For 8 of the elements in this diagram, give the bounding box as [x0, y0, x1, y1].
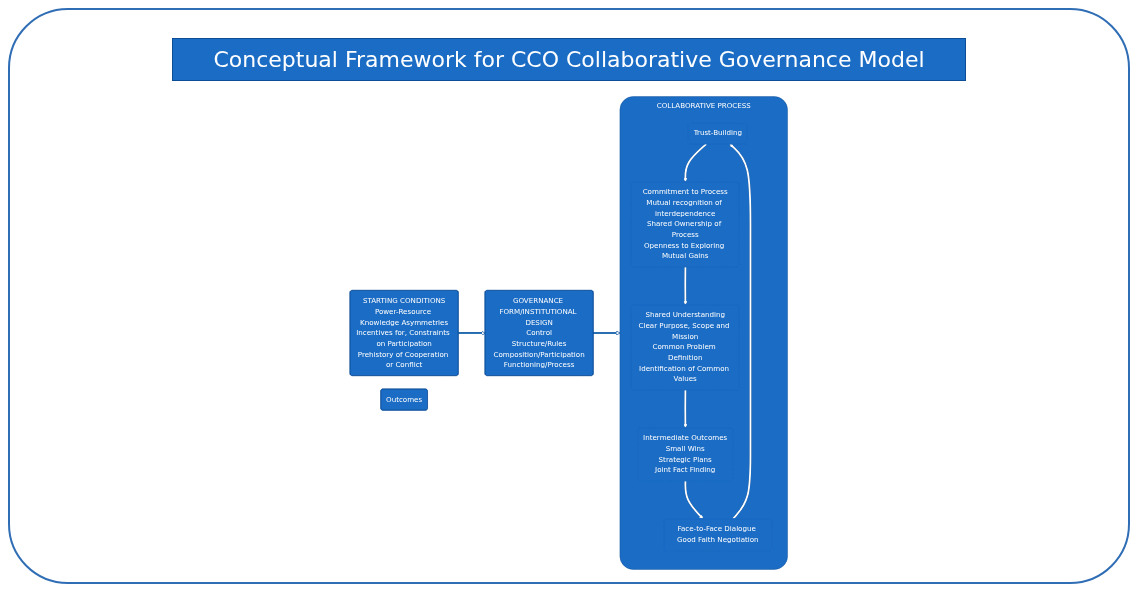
arrow: [684, 479, 704, 519]
title: Conceptual Framework for CCO Collaborative Governance Model: [172, 38, 966, 81]
arrow: [683, 142, 708, 182]
arrow: [683, 388, 688, 428]
arrow: [592, 330, 621, 335]
arrow: [457, 330, 486, 335]
arrow: [729, 143, 752, 520]
arrow: [683, 265, 688, 305]
